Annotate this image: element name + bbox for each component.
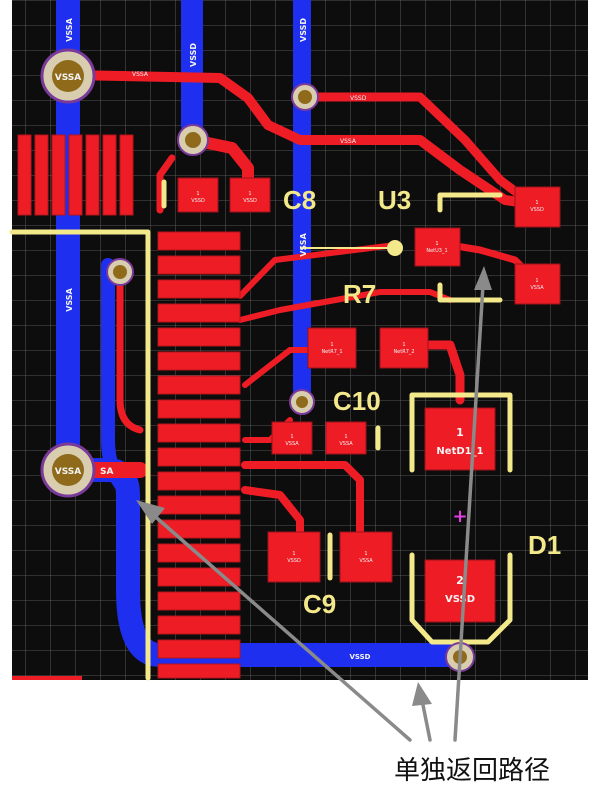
vssa-top-trace-label: VSSA: [65, 17, 74, 41]
return-path-arrows: [136, 266, 492, 742]
svg-text:VSSD: VSSD: [243, 198, 257, 204]
svg-text:1: 1: [330, 342, 333, 348]
d1-pin2-number: 2: [456, 574, 464, 587]
trace-u3-r7: [237, 242, 398, 299]
arrow-head-u3: [474, 266, 492, 290]
caption: 单独返回路径: [394, 756, 550, 786]
svg-text:1: 1: [344, 434, 347, 440]
vssd-bottom-trace-label: VSSD: [350, 653, 371, 661]
d1-pin1-net: NetD1_1: [436, 446, 483, 457]
via-vssa-top: [40, 48, 96, 104]
u3-pad-c: [514, 263, 561, 305]
svg-text:1: 1: [292, 551, 295, 557]
vias: [40, 48, 475, 672]
ic-pin-column: [157, 231, 241, 679]
d1-outline-top: [409, 392, 513, 473]
arrow-head-vssd: [412, 682, 432, 706]
trace-vssa-top: [65, 70, 545, 210]
svg-text:NetR7_1: NetR7_1: [321, 349, 342, 355]
svg-text:VSSD: VSSD: [287, 558, 301, 564]
trace-vcap-left: [116, 261, 144, 434]
svg-text:1: 1: [535, 278, 538, 284]
svg-text:VSSA: VSSA: [359, 558, 373, 564]
c8-pad-1: [177, 177, 219, 213]
c9-pad-1: [267, 531, 321, 583]
svg-text:NetU3_1: NetU3_1: [426, 248, 447, 254]
svg-text:NetR7_2: NetR7_2: [393, 349, 414, 355]
d1-pad-2: [424, 559, 496, 623]
svg-text:1: 1: [435, 241, 438, 247]
designator-d1: D1: [528, 530, 561, 560]
via-small-2: [291, 83, 319, 111]
svg-text:VSSD: VSSD: [530, 207, 544, 213]
arrow-to-vssd-bottom: [420, 698, 432, 742]
silkscreen-outlines: [9, 179, 513, 681]
trace-r7: [237, 289, 453, 323]
svg-text:VSSD: VSSD: [350, 95, 367, 102]
u3-pad-b: [514, 186, 561, 228]
svg-text:VSSA: VSSA: [339, 441, 353, 447]
c9-pad-2: [339, 531, 393, 583]
via-small-4: [289, 389, 315, 415]
d1-pin2-net: VSSD: [445, 594, 475, 605]
vssd-mid-trace-label: VSSD: [189, 43, 198, 67]
via-small-1: [177, 124, 209, 156]
trace-c9-left: [241, 486, 304, 544]
board-edge-trace: [12, 676, 82, 680]
connector-pads-left: [17, 134, 134, 216]
r7-pad-2: [379, 327, 429, 369]
svg-text:VSSD: VSSD: [191, 198, 205, 204]
svg-text:VSSA: VSSA: [132, 71, 149, 78]
vssa-pad-partial-label: SA: [100, 467, 113, 477]
d1-pad-1: [424, 407, 496, 471]
trace-c9: [241, 461, 364, 544]
trace-d1: [403, 340, 465, 405]
via-vssa-bottom-label: VSSA: [55, 467, 82, 477]
d1-polarity-mark: +: [452, 506, 467, 527]
via-vssa-top-label: VSSA: [55, 73, 82, 83]
c8-pad-2: [229, 177, 271, 213]
trace-via-left: [156, 154, 176, 214]
vssa-bottom-trace-label: VSSA: [65, 287, 74, 311]
vssd-right-trace-label: VSSD: [299, 18, 308, 42]
via-vssa-bottom: [40, 442, 96, 498]
c10-pad-2: [325, 421, 367, 455]
u3-outline-bottom: [437, 282, 503, 303]
svg-text:1: 1: [248, 191, 251, 197]
svg-text:VSSA: VSSA: [340, 138, 357, 145]
svg-text:1: 1: [364, 551, 367, 557]
via-small-3: [106, 258, 134, 286]
trace-net-labels: VSSA VSSD VSSA: [132, 71, 367, 145]
arrow-head-vssa: [136, 500, 165, 524]
designator-c9: C9: [303, 589, 336, 619]
svg-text:1: 1: [196, 191, 199, 197]
c10-pad-1: [271, 421, 313, 455]
designator-r7: R7: [343, 279, 376, 309]
svg-text:1: 1: [402, 342, 405, 348]
svg-text:VSSA: VSSA: [285, 441, 299, 447]
svg-text:1: 1: [290, 434, 293, 440]
svg-text:VSSA: VSSA: [530, 285, 544, 291]
designator-c8: C8: [283, 185, 316, 215]
ic-outline: [9, 229, 151, 681]
u3-pad-a: [414, 227, 461, 267]
designator-u3: U3: [378, 185, 411, 215]
arrow-to-vssa-bottom: [148, 510, 412, 742]
u3-outline-top: [437, 192, 503, 213]
r7-pad-1: [307, 327, 357, 369]
designator-c10: C10: [333, 386, 381, 416]
vssa-right-trace-label: VSSA: [299, 232, 308, 256]
arrow-to-u3: [453, 283, 485, 742]
trace-vssd-top: [300, 92, 545, 215]
d1-pin1-number: 1: [456, 426, 464, 439]
svg-text:1: 1: [535, 200, 538, 206]
component-pads: [177, 177, 561, 623]
